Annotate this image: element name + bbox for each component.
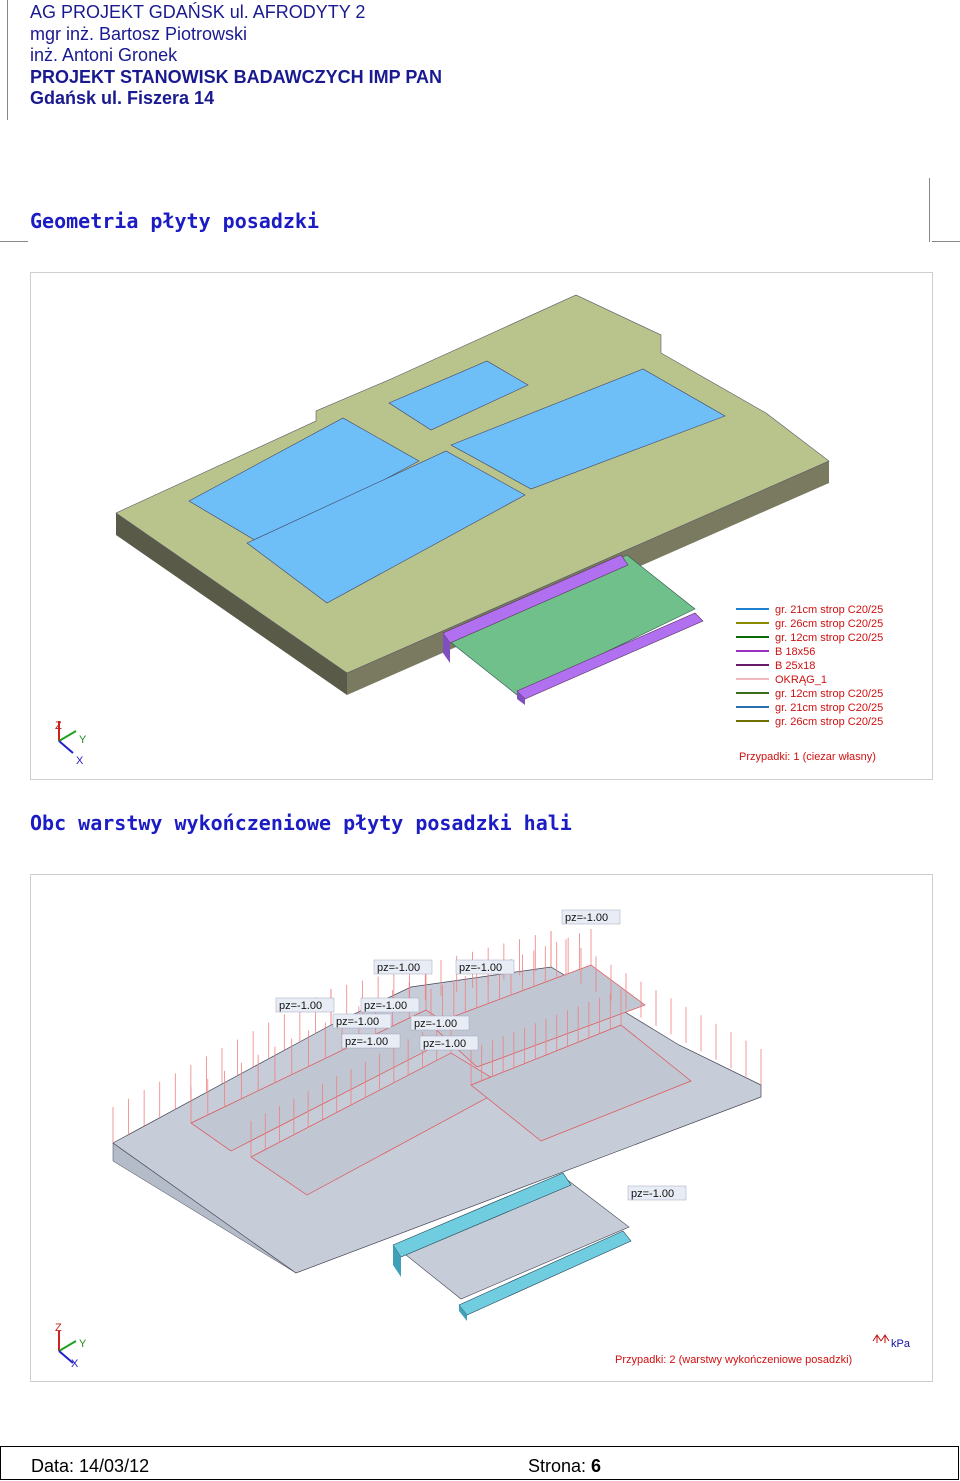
legend-label: gr. 12cm strop C20/25	[775, 688, 883, 700]
opening-1	[188, 417, 420, 546]
legend-label: gr. 21cm strop C20/25	[775, 604, 883, 616]
load-label-box	[373, 959, 433, 975]
axis2-z-label: Z	[55, 1322, 62, 1334]
header-engineer-1: mgr inż. Bartosz Piotrowski	[30, 23, 248, 44]
footer-page-number: 6	[591, 1456, 602, 1476]
material-legend: gr. 21cm strop C20/25 gr. 26cm strop C20/…	[736, 604, 883, 728]
load-label-box	[332, 1013, 392, 1029]
slab-side-front	[116, 513, 347, 695]
header-engineer-2: inż. Antoni Gronek	[30, 45, 178, 65]
load-label: pz=-1.00	[423, 1038, 466, 1050]
title-rule-right	[932, 241, 960, 242]
axis-triad-2: Z Y X	[55, 1322, 87, 1370]
legend-label: B 25x18	[775, 660, 815, 672]
load-unit-icon	[872, 1334, 890, 1343]
load-label-box	[419, 1035, 479, 1051]
loads-view-panel: pz=-1.00 pz=-1.00 pz=-1.00 pz=-1.00 pz=-1.00…	[30, 874, 933, 1382]
load-box-4	[470, 1024, 692, 1142]
load-label: pz=-1.00	[336, 1016, 379, 1028]
right-frame-line	[929, 178, 930, 242]
load-label-box	[360, 997, 420, 1013]
document-header: AG PROJEKT GDAŃSK ul. AFRODYTY 2 mgr inż…	[30, 2, 442, 110]
load-label: pz=-1.00	[377, 962, 420, 974]
geometry-view-panel: Z Y X gr. 21cm strop C20/25 gr. 26cm stro…	[30, 272, 933, 780]
footer-date: Data: 14/03/12	[31, 1456, 150, 1476]
load-label: pz=-1.00	[631, 1188, 674, 1200]
load-label-box	[627, 1185, 687, 1201]
section-title-geometry: Geometria płyty posadzki	[30, 209, 319, 233]
axis-x-label: X	[76, 755, 84, 767]
load-label-box	[275, 997, 335, 1013]
legend-label: gr. 26cm strop C20/25	[775, 618, 883, 630]
header-company: AG PROJEKT GDAŃSK ul. AFRODYTY 2	[30, 2, 366, 22]
legend-label: OKRĄG_1	[775, 674, 827, 686]
geometry-3d-view: Z Y X gr. 21cm strop C20/25 gr. 26cm stro…	[55, 294, 883, 767]
load-label: pz=-1.00	[565, 912, 608, 924]
legend-label: gr. 26cm strop C20/25	[775, 716, 883, 728]
load-label-box	[341, 1033, 401, 1049]
axis-triad: Z Y X	[55, 720, 87, 767]
load-label-box	[561, 909, 621, 925]
opening-4	[450, 368, 726, 490]
header-address: Gdańsk ul. Fiszera 14	[30, 88, 215, 108]
cyan-beam-1	[392, 1172, 572, 1258]
section-title-loads: Obc warstwy wykończeniowe płyty posadzki…	[30, 811, 572, 835]
case-label-1: Przypadki: 1 (ciezar własny)	[739, 751, 876, 763]
cyan-beam-2	[458, 1230, 632, 1316]
load-label: pz=-1.00	[414, 1018, 457, 1030]
unit-label: kPa	[891, 1338, 911, 1350]
cyan-beam-2-side	[459, 1305, 467, 1321]
load-labels: pz=-1.00 pz=-1.00 pz=-1.00 pz=-1.00 pz=-1.00…	[275, 909, 687, 1201]
title-rule-left	[0, 241, 28, 242]
header-project: PROJEKT STANOWISK BADAWCZYCH IMP PAN	[30, 66, 443, 87]
axis2-x-label: X	[71, 1358, 79, 1370]
cyan-beam-1-side	[393, 1245, 401, 1277]
unit-indicator: kPa	[872, 1334, 911, 1350]
axis2-y-label: Y	[79, 1338, 87, 1350]
opening-2	[388, 360, 529, 431]
page-footer: Data: 14/03/12 Strona: 6	[0, 1446, 959, 1480]
case-label-2: Przypadki: 2 (warstwy wykończeniowe posa…	[615, 1354, 852, 1366]
load-box-3	[430, 964, 646, 1068]
beam-b25x18-side	[517, 691, 525, 705]
opening-3	[246, 450, 526, 604]
axis-z-label: Z	[55, 720, 62, 732]
load-label: pz=-1.00	[364, 1000, 407, 1012]
load-label-box	[410, 1015, 470, 1031]
load-label: pz=-1.00	[345, 1036, 388, 1048]
axis-y-label: Y	[79, 734, 87, 746]
load-label-box	[455, 959, 515, 975]
legend-label: gr. 12cm strop C20/25	[775, 632, 883, 644]
legend-label: B 18x56	[775, 646, 815, 658]
footer-page-label: Strona:	[528, 1456, 587, 1476]
left-frame-line	[7, 0, 8, 120]
load-label: pz=-1.00	[459, 962, 502, 974]
beam-b18x56-side	[443, 633, 450, 663]
load-label: pz=-1.00	[279, 1000, 322, 1012]
loads-3d-view: pz=-1.00 pz=-1.00 pz=-1.00 pz=-1.00 pz=-1.00…	[55, 909, 911, 1370]
legend-label: gr. 21cm strop C20/25	[775, 702, 883, 714]
